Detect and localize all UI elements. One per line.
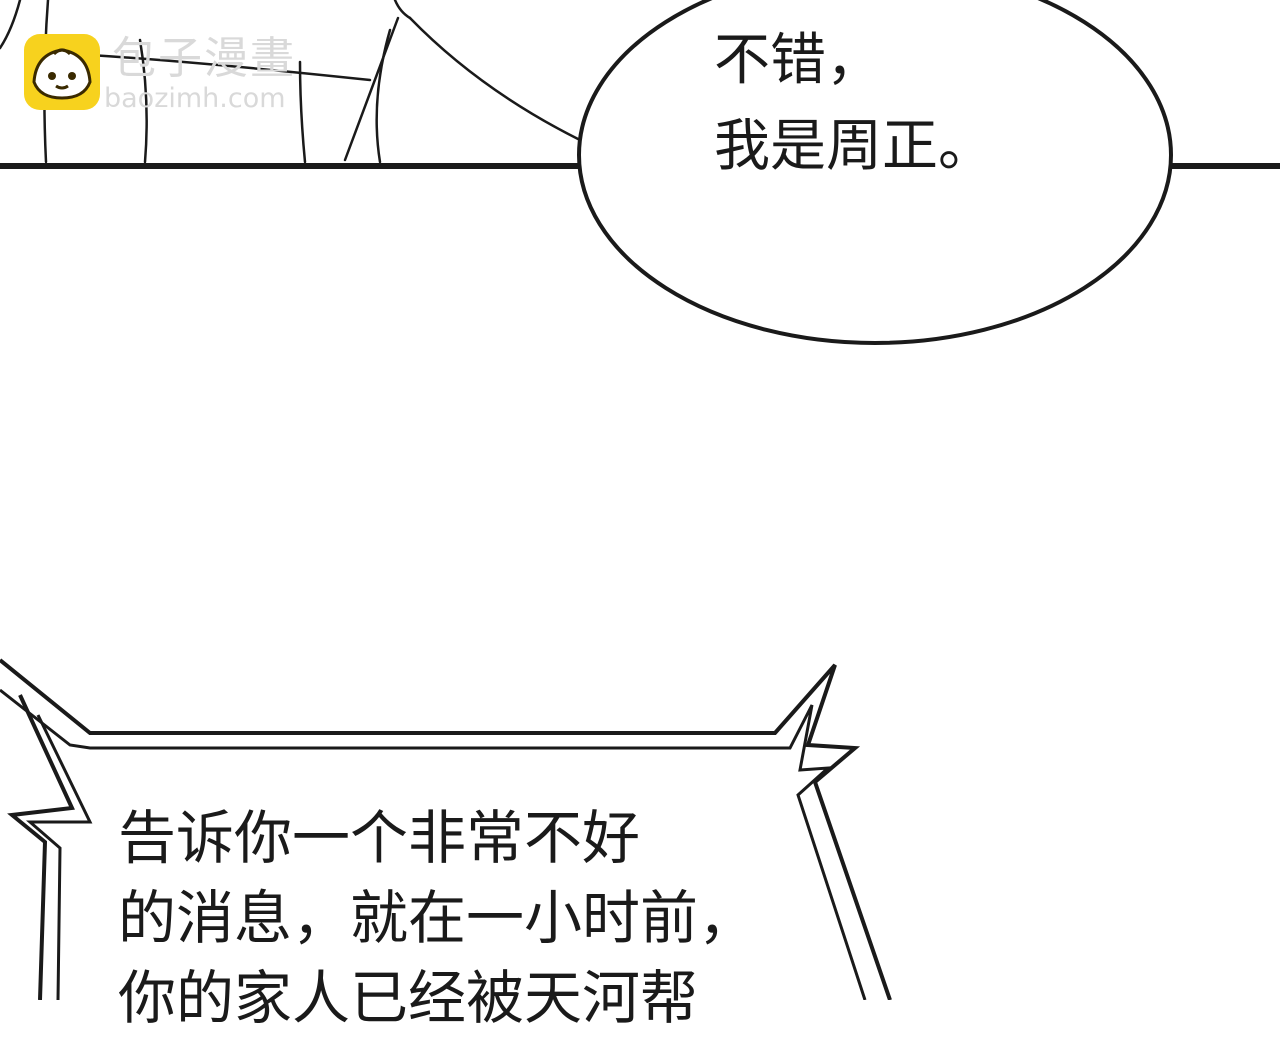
jagged-speech-bubble: [0, 658, 892, 1000]
jagged-bubble-line: 告诉你一个非常不好: [118, 804, 641, 872]
jagged-bubble-line: 的消息，就在一小时前，: [118, 884, 757, 952]
oval-bubble-line: 不错，: [714, 28, 882, 93]
site-watermark: 包子漫畫 baozimh.com: [24, 34, 324, 114]
jagged-bubble-line: 你的家人已经被天河帮: [118, 964, 699, 1032]
oval-bubble-text: 不错， 我是周正。: [714, 18, 1134, 190]
oval-speech-bubble: [577, 0, 1173, 345]
bun-face-icon: [24, 34, 100, 110]
watermark-domain: baozimh.com: [104, 83, 286, 114]
jagged-bubble-text: 告诉你一个非常不好 的消息，就在一小时前， 你的家人已经被天河帮: [118, 798, 858, 1038]
oval-bubble-line: 我是周正。: [714, 114, 994, 179]
watermark-title: 包子漫畫: [112, 33, 296, 84]
comic-panel-art: [0, 0, 1280, 1000]
